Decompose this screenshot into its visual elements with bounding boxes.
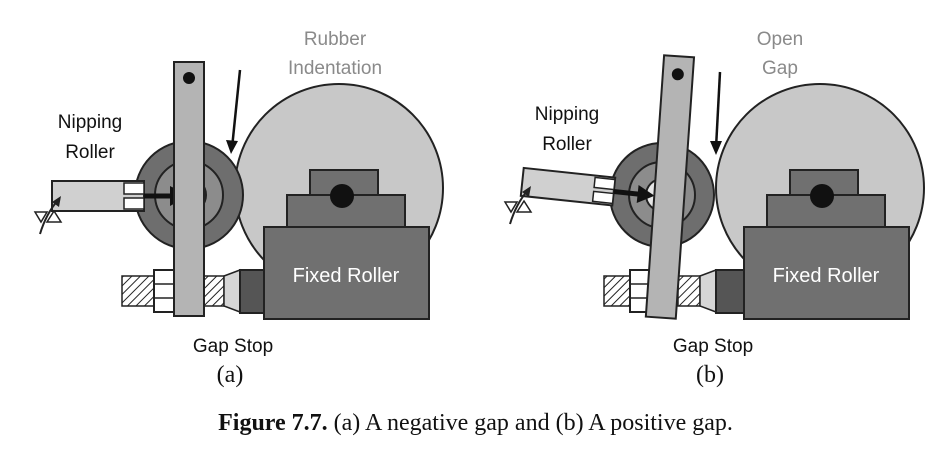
gap-stop-label: Gap Stop [673, 336, 753, 357]
gap-stop-screw [603, 268, 745, 314]
callout-label-line2: Gap [762, 58, 798, 79]
fixed-roller-housing [743, 169, 910, 320]
caption-label: Figure 7.7. [218, 410, 328, 436]
nipping-roller-label-line1: Nipping [58, 112, 122, 133]
fixed-roller-housing [263, 169, 430, 320]
nipping-roller-label-line2: Roller [65, 142, 115, 163]
caption-text: (a) A negative gap and (b) A positive ga… [327, 410, 733, 436]
callout-arrow [226, 69, 242, 154]
fixed-roller-label: Fixed Roller [293, 265, 400, 287]
gap-stop-screw [121, 268, 265, 314]
nipping-roller-label-line2: Roller [542, 134, 592, 155]
callout-label-line1: Open [757, 29, 803, 50]
pivot-icon [33, 196, 63, 235]
pivot-plate [173, 61, 205, 317]
callout-arrow [710, 71, 722, 155]
panel-a: Rubber Indentation Nipping Roller Fixed … [33, 29, 444, 388]
actuator-cylinder [519, 166, 655, 207]
figure-caption: Figure 7.7. (a) A negative gap and (b) A… [0, 410, 951, 437]
panel-b: Open Gap Nipping Roller Fixed Roller Gap… [503, 29, 925, 388]
panel-b-sublabel: (b) [696, 362, 724, 388]
panel-a-sublabel: (a) [217, 362, 244, 388]
callout-label-line1: Rubber [304, 29, 367, 50]
callout-label-line2: Indentation [288, 58, 382, 79]
nipping-roller-label-line1: Nipping [535, 104, 599, 125]
pivot-plate [644, 54, 696, 320]
fixed-roller-label: Fixed Roller [773, 265, 880, 287]
gap-stop-label: Gap Stop [193, 336, 273, 357]
pivot-icon [503, 186, 533, 225]
